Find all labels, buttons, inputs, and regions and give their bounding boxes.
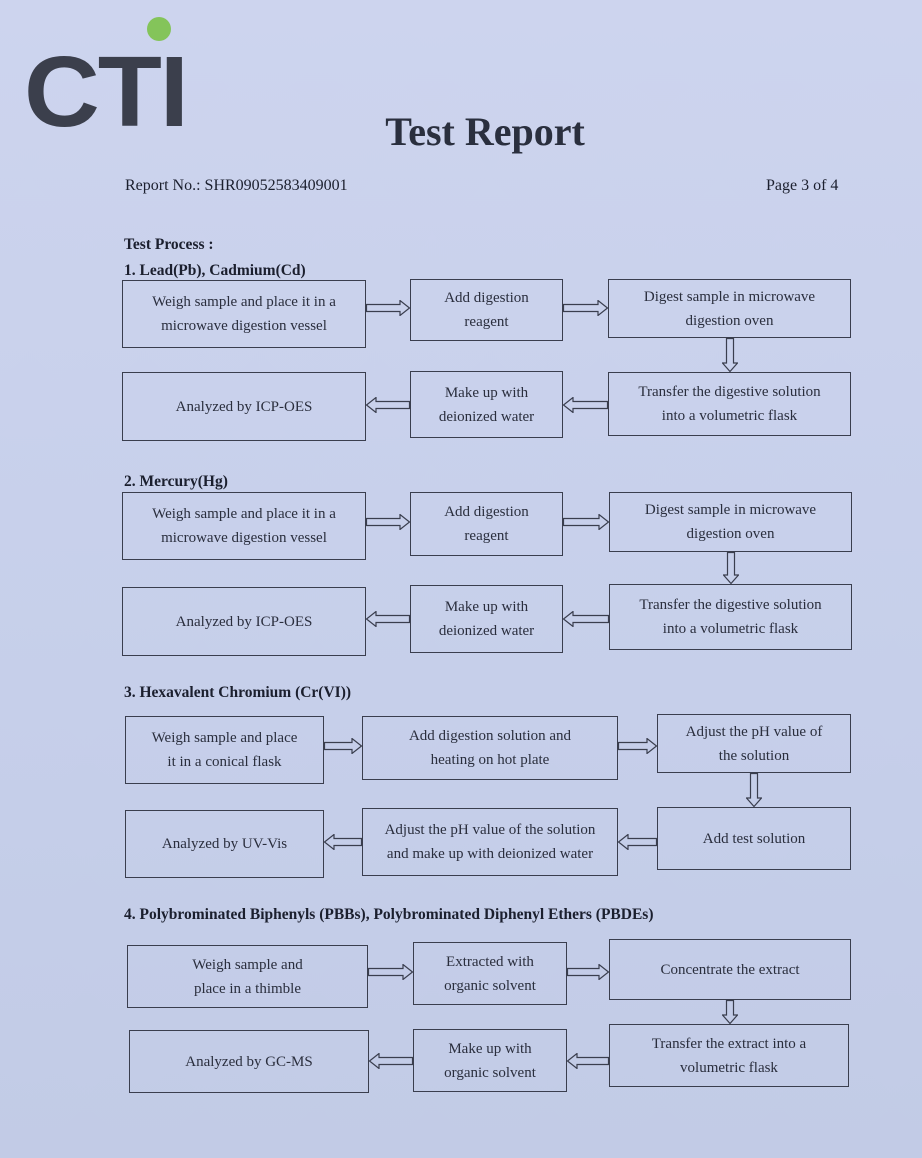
process-step-box: Transfer the extract into a volumetric fl…	[609, 1024, 849, 1087]
arrow-right-icon	[366, 514, 410, 530]
arrow-down-icon	[721, 338, 738, 372]
step-text-line: Transfer the digestive solution	[638, 384, 821, 400]
arrow-left-icon	[618, 834, 657, 850]
step-text-line: Weigh sample and place	[151, 730, 298, 746]
arrow-left-icon	[366, 396, 410, 413]
step-text-line: and make up with deionized water	[386, 846, 594, 862]
process-step-box: Adjust the pH value of the solution	[657, 714, 851, 773]
step-text-line: into a volumetric flask	[661, 408, 798, 424]
arrow-right-icon	[324, 738, 362, 754]
step-text-line: Adjust the pH value of	[685, 723, 823, 740]
arrow-right-icon	[618, 738, 657, 754]
step-text-line: Add digestion	[444, 290, 529, 306]
section-heading: 1. Lead(Pb), Cadmium(Cd)	[124, 262, 306, 279]
step-text-line: Analyzed by GC-MS	[185, 1053, 313, 1070]
step-text-line: into a volumetric flask	[662, 621, 799, 637]
step-text-line: Transfer the extract into a	[651, 1035, 807, 1052]
arrow-right-icon	[567, 963, 609, 980]
step-text-line: organic solvent	[444, 977, 536, 994]
logo-dot	[147, 17, 171, 41]
process-step-box: Weigh sample and place it in a conical fl…	[125, 716, 324, 784]
step-text-line: deionized water	[438, 623, 535, 639]
process-step-box: Transfer the digestive solution into a vo…	[608, 372, 851, 436]
step-text-line: reagent	[464, 314, 509, 330]
process-step-box: Extracted with organic solvent	[413, 942, 567, 1005]
arrow-left-icon	[369, 1052, 413, 1069]
page-title: Test Report	[385, 109, 585, 154]
step-text-line: Weigh sample and place it in a	[152, 294, 336, 310]
report-number: Report No.: SHR09052583409001	[125, 177, 348, 194]
step-text-line: Analyzed by ICP-OES	[175, 613, 313, 630]
process-step-box: Digest sample in microwave digestion oven	[609, 492, 852, 552]
step-text-line: microwave digestion vessel	[161, 530, 327, 546]
step-text-line: Make up with	[444, 384, 529, 401]
step-text-line: Add digestion	[444, 504, 529, 520]
process-step-box: Analyzed by GC-MS	[129, 1030, 369, 1093]
step-text-line: it in a conical flask	[167, 754, 282, 770]
step-text-line: Weigh sample and place it in a	[152, 506, 336, 522]
process-step-box: Add digestion reagent	[410, 492, 563, 556]
step-text-line: volumetric flask	[680, 1059, 778, 1076]
process-step-box: Add test solution	[657, 807, 851, 870]
step-text-line: Analyzed by ICP-OES	[175, 398, 313, 415]
step-text-line: reagent	[464, 528, 509, 544]
arrow-right-icon	[563, 514, 609, 530]
step-text-line: microwave digestion vessel	[161, 318, 327, 334]
section-heading: 2. Mercury(Hg)	[124, 473, 228, 490]
process-step-box: Weigh sample and place it in a microwave …	[122, 492, 366, 560]
process-step-box: Weigh sample and place in a thimble	[127, 945, 368, 1008]
step-text-line: Weigh sample and	[192, 956, 303, 973]
process-step-box: Add digestion reagent	[410, 279, 563, 341]
arrow-left-icon	[563, 396, 608, 413]
arrow-left-icon	[324, 834, 362, 850]
process-step-box: Make up with deionized water	[410, 371, 563, 438]
page-number: Page 3 of 4	[766, 177, 839, 194]
process-step-box: Make up with organic solvent	[413, 1029, 567, 1092]
process-step-box: Concentrate the extract	[609, 939, 851, 1000]
step-text-line: Add digestion solution and	[408, 728, 572, 744]
arrow-right-icon	[368, 963, 413, 980]
arrow-left-icon	[366, 611, 410, 627]
section-heading: 3. Hexavalent Chromium (Cr(VI))	[124, 684, 352, 701]
process-step-box: Analyzed by ICP-OES	[122, 372, 366, 441]
section-heading: 4. Polybrominated Biphenyls (PBBs), Poly…	[124, 906, 654, 923]
arrow-down-icon	[722, 552, 739, 584]
step-text-line: Make up with	[448, 1040, 532, 1057]
process-step-box: Analyzed by UV-Vis	[125, 810, 324, 878]
arrow-down-icon	[746, 773, 762, 807]
step-text-line: Extracted with	[446, 953, 534, 970]
step-text-line: Transfer the digestive solution	[639, 597, 822, 613]
step-text-line: the solution	[718, 747, 790, 764]
process-step-box: Make up with deionized water	[410, 585, 563, 653]
step-text-line: organic solvent	[444, 1064, 536, 1081]
process-step-box: Transfer the digestive solution into a vo…	[609, 584, 852, 650]
step-text-line: heating on hot plate	[430, 752, 550, 768]
step-text-line: digestion oven	[685, 312, 774, 329]
company-logo: CTI	[24, 36, 189, 148]
step-text-line: Digest sample in microwave	[643, 288, 816, 305]
step-text-line: Make up with	[444, 599, 529, 615]
arrow-left-icon	[563, 611, 609, 627]
process-step-box: Add digestion solution and heating on hot…	[362, 716, 618, 780]
process-step-box: Analyzed by ICP-OES	[122, 587, 366, 656]
step-text-line: deionized water	[438, 408, 535, 425]
arrow-right-icon	[563, 300, 608, 316]
process-step-box: Weigh sample and place it in a microwave …	[122, 280, 366, 348]
step-text-line: Concentrate the extract	[660, 961, 800, 978]
step-text-line: Add test solution	[702, 830, 806, 847]
arrow-down-icon	[722, 1000, 738, 1024]
test-process-label: Test Process :	[124, 236, 214, 253]
step-text-line: digestion oven	[686, 526, 775, 542]
step-text-line: Analyzed by UV-Vis	[161, 836, 288, 852]
step-text-line: Digest sample in microwave	[644, 502, 817, 518]
process-step-box: Adjust the pH value of the solution and m…	[362, 808, 618, 876]
step-text-line: Adjust the pH value of the solution	[384, 822, 596, 838]
process-step-box: Digest sample in microwave digestion oven	[608, 279, 851, 338]
arrow-left-icon	[567, 1052, 609, 1069]
step-text-line: place in a thimble	[193, 980, 302, 997]
arrow-right-icon	[366, 300, 410, 316]
